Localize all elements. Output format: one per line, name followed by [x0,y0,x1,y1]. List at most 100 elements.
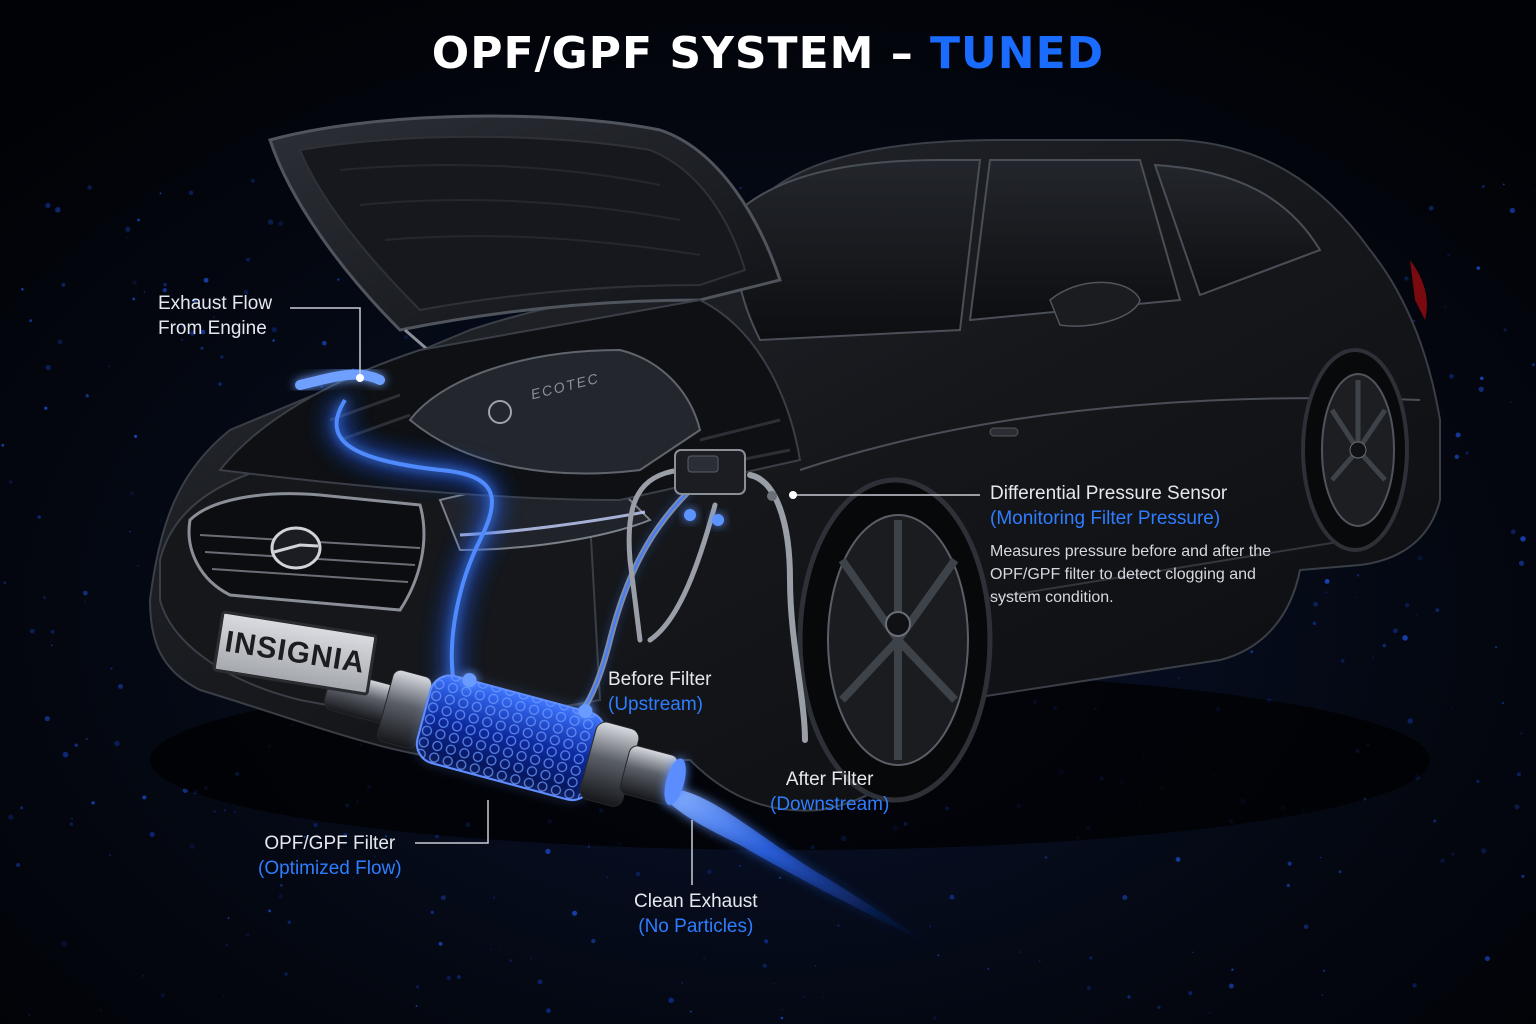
particle [1407,718,1413,724]
particle [227,917,230,919]
particle [61,282,66,287]
sensor-hoses [577,467,808,743]
particle [108,365,111,368]
particle [1454,454,1459,459]
callout-clean-exhaust-sub: (No Particles) [638,916,754,937]
particle [1412,983,1417,988]
particle [1312,621,1317,626]
exhaust-pipe-glow [295,369,499,692]
particle [225,944,228,947]
particle [1188,991,1193,996]
title-main: OPF/GPF SYSTEM – [431,28,931,79]
particle [1127,995,1131,999]
particle [500,950,503,952]
particle [707,869,712,875]
particle [233,302,237,306]
particle [530,957,532,960]
particle [1503,328,1507,332]
particle [1372,656,1375,659]
particle [129,530,131,533]
leader-exhaust-flow [290,307,361,375]
particle [118,684,123,689]
particle [61,941,67,947]
particle [250,178,255,183]
particle [446,975,451,981]
particle [1413,319,1416,322]
differential-pressure-sensor [674,449,777,526]
particle [1514,804,1520,810]
particle [162,287,167,293]
particle [1019,951,1021,953]
particle [1382,643,1387,648]
particle [949,894,955,900]
particle [45,202,51,209]
door-handle [989,427,1019,437]
title-accent: TUNED [930,28,1105,79]
particle [415,1004,418,1007]
particle [1355,596,1358,598]
particle [142,974,145,977]
callout-after-filter-title: After Filter [785,769,874,790]
particle [50,644,53,647]
particle [37,515,41,519]
particle [1313,601,1318,607]
callout-before-filter-sub: (Upstream) [608,694,704,715]
particle [739,186,742,189]
particle [932,1016,937,1020]
particle [1501,701,1505,705]
particle [1250,650,1253,653]
car-side-mirror [1049,281,1141,327]
particle [3,581,7,585]
particle [280,884,283,887]
particle [823,996,825,999]
particle [163,283,167,287]
particle [1322,969,1325,972]
particle [416,985,420,989]
particle [180,323,186,329]
leader-filter [415,800,489,844]
particle [110,667,113,670]
particle [44,716,50,722]
particle [1533,191,1535,193]
callout-after-filter-sub: (Downstream) [770,794,890,815]
particle [703,958,705,960]
particle [192,298,197,303]
particle [1516,772,1522,777]
particle [1428,205,1434,211]
particle [1324,579,1330,584]
particle [278,221,284,227]
particle [272,339,275,342]
particle [45,364,51,371]
particle [1440,858,1445,864]
rear-wheel [1301,348,1409,552]
particle [430,910,435,915]
particle [1286,883,1291,888]
particle [937,954,940,957]
particle [1510,401,1512,404]
particle [572,910,578,916]
callout-after-filter: After Filter (Downstream) [770,767,889,817]
particle [1450,707,1453,710]
particle [271,327,277,333]
particle [1481,848,1487,854]
particle [1433,819,1437,823]
particle [1356,574,1360,577]
page-title: OPF/GPF SYSTEM – TUNED [0,28,1536,79]
particle [149,831,155,838]
callout-filter: OPF/GPF Filter (Optimized Flow) [258,831,402,881]
callout-before-filter-title: Before Filter [608,669,712,690]
front-wheel [797,477,993,803]
particle [278,894,283,899]
particle [1502,183,1505,186]
particle [404,335,409,340]
particle [668,997,674,1003]
particle [213,810,216,813]
particle [29,628,35,634]
marker-exhaust-flow [356,374,364,382]
particle [545,848,551,855]
callout-filter-sub: (Optimized Flow) [258,858,402,879]
particle [84,600,86,603]
particle [1455,432,1461,438]
opf-gpf-filter [323,669,686,807]
particle [200,329,206,335]
